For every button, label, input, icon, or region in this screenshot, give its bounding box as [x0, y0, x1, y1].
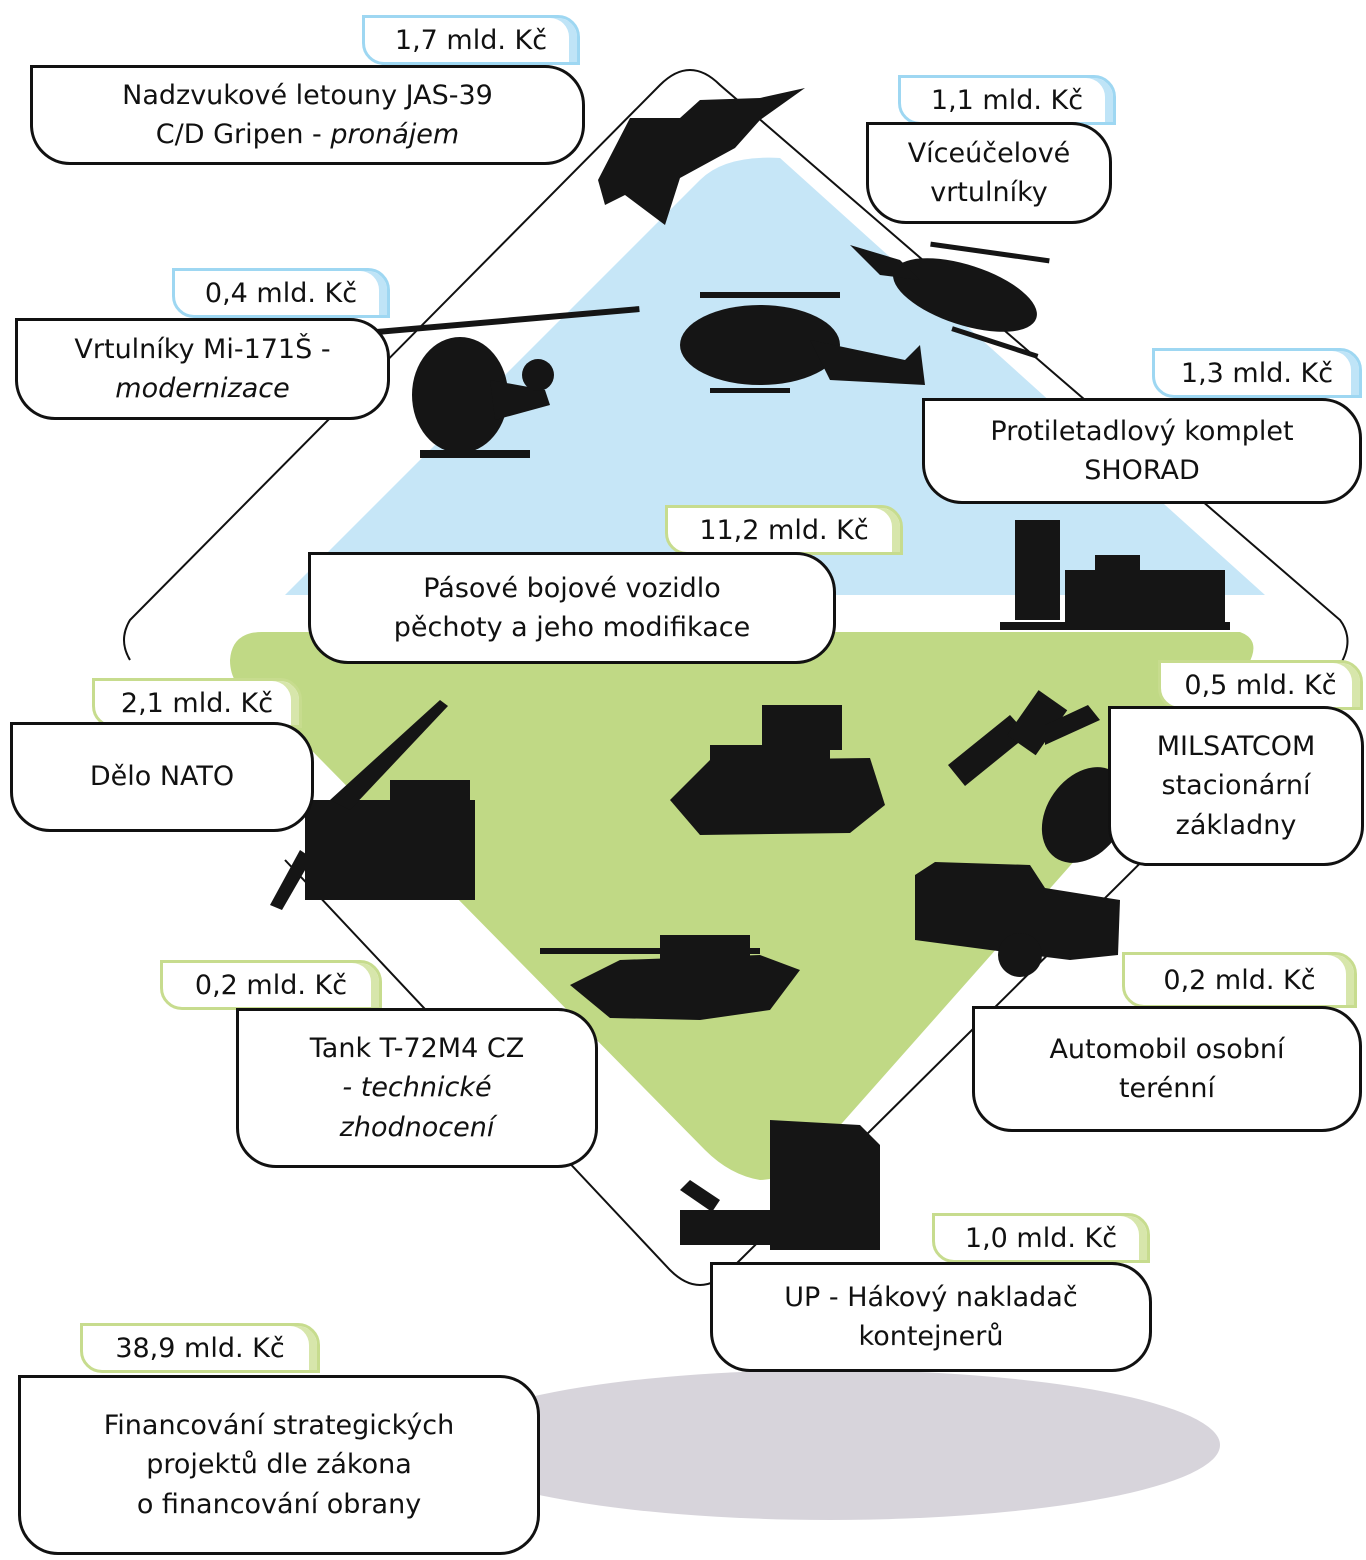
price-badge-milsatcom: 0,5 mld. Kč [1158, 660, 1363, 710]
diamond-outline [123, 69, 1349, 1286]
price-badge-tank: 0,2 mld. Kč [160, 960, 382, 1010]
label-tank-line1: Tank T-72M4 CZ [309, 1033, 525, 1065]
label-tank-line2: - technické [342, 1072, 492, 1104]
ground-zone [230, 632, 1254, 1180]
transport-helicopter-icon [320, 306, 640, 458]
label-total-line1: Financování strategických [103, 1410, 455, 1442]
offroad-car-icon [915, 862, 1120, 977]
label-mi171-line1: Vrtulníky Mi-171Š - [74, 333, 331, 365]
label-car-line1: Automobil osobní [1049, 1033, 1285, 1065]
price-badge-gun: 2,1 mld. Kč [92, 678, 302, 728]
price-badge-ifv: 11,2 mld. Kč [665, 505, 903, 555]
label-milsatcom-line2: stacionární [1161, 770, 1311, 802]
label-mi171: Vrtulníky Mi-171Š - modernizace [15, 318, 390, 420]
label-gripen-line1: Nadzvukové letouny JAS-39 [122, 79, 493, 111]
label-tank: Tank T-72M4 CZ - technické zhodnocení [236, 1008, 598, 1168]
price-badge-gripen: 1,7 mld. Kč [362, 15, 580, 65]
label-ifv-line1: Pásové bojové vozidlo [423, 572, 721, 604]
label-gun-line1: Dělo NATO [89, 761, 235, 793]
price-badge-total: 38,9 mld. Kč [80, 1323, 320, 1373]
tank-icon [540, 935, 800, 1020]
label-ifv: Pásové bojové vozidlo pěchoty a jeho mod… [308, 552, 836, 664]
artillery-truck-icon [270, 700, 475, 910]
label-milsatcom-line1: MILSATCOM [1156, 731, 1316, 763]
label-shorad-line2: SHORAD [1084, 455, 1200, 486]
label-gun: Dělo NATO [10, 722, 314, 832]
label-shorad: Protiletadlový komplet SHORAD [922, 398, 1362, 504]
label-gripen: Nadzvukové letouny JAS-39 C/D Gripen - p… [30, 65, 585, 165]
label-milsatcom: MILSATCOM stacionární základny [1108, 706, 1364, 866]
label-total: Financování strategických projektů dle z… [18, 1375, 540, 1555]
price-badge-loader: 1,0 mld. Kč [932, 1213, 1150, 1263]
label-helicopters: Víceúčelové vrtulníky [866, 122, 1112, 224]
label-car-line2: terénní [1118, 1073, 1216, 1104]
label-helicopters-line1: Víceúčelové [907, 137, 1071, 169]
attack-helicopter-icon [680, 241, 1050, 393]
air-defense-truck-icon [1000, 520, 1230, 630]
label-ifv-line2: pěchoty a jeho modifikace [393, 612, 751, 643]
fighter-jet-icon [598, 88, 805, 225]
hook-loader-truck-icon [680, 1120, 880, 1250]
label-helicopters-line2: vrtulníky [930, 177, 1048, 208]
label-shorad-line1: Protiletadlový komplet [990, 415, 1294, 447]
label-gripen-line2-em: pronájem [330, 119, 460, 150]
label-milsatcom-line3: základny [1175, 809, 1297, 841]
satellite-dish-icon [948, 690, 1129, 863]
label-gripen-line2-text: C/D Gripen - [155, 119, 331, 150]
label-car: Automobil osobní terénní [972, 1006, 1362, 1132]
label-mi171-line2: modernizace [115, 373, 290, 404]
label-tank-line3: zhodnocení [339, 1111, 495, 1143]
price-badge-shorad: 1,3 mld. Kč [1152, 348, 1362, 398]
infantry-vehicle-icon [670, 705, 885, 835]
label-total-line2: projektů dle zákona [146, 1449, 412, 1481]
label-loader-line2: kontejnerů [858, 1321, 1004, 1352]
price-badge-helicopters: 1,1 mld. Kč [898, 75, 1116, 125]
label-gripen-line2: C/D Gripen - pronájem [156, 115, 459, 154]
label-loader-line1: UP - Hákový nakladač [784, 1281, 1078, 1313]
label-total-line3: o financování obrany [136, 1488, 422, 1520]
ground-shadow [440, 1370, 1220, 1520]
price-badge-car: 0,2 mld. Kč [1122, 952, 1357, 1008]
label-loader: UP - Hákový nakladač kontejnerů [710, 1262, 1152, 1372]
price-badge-mi171: 0,4 mld. Kč [172, 268, 390, 318]
